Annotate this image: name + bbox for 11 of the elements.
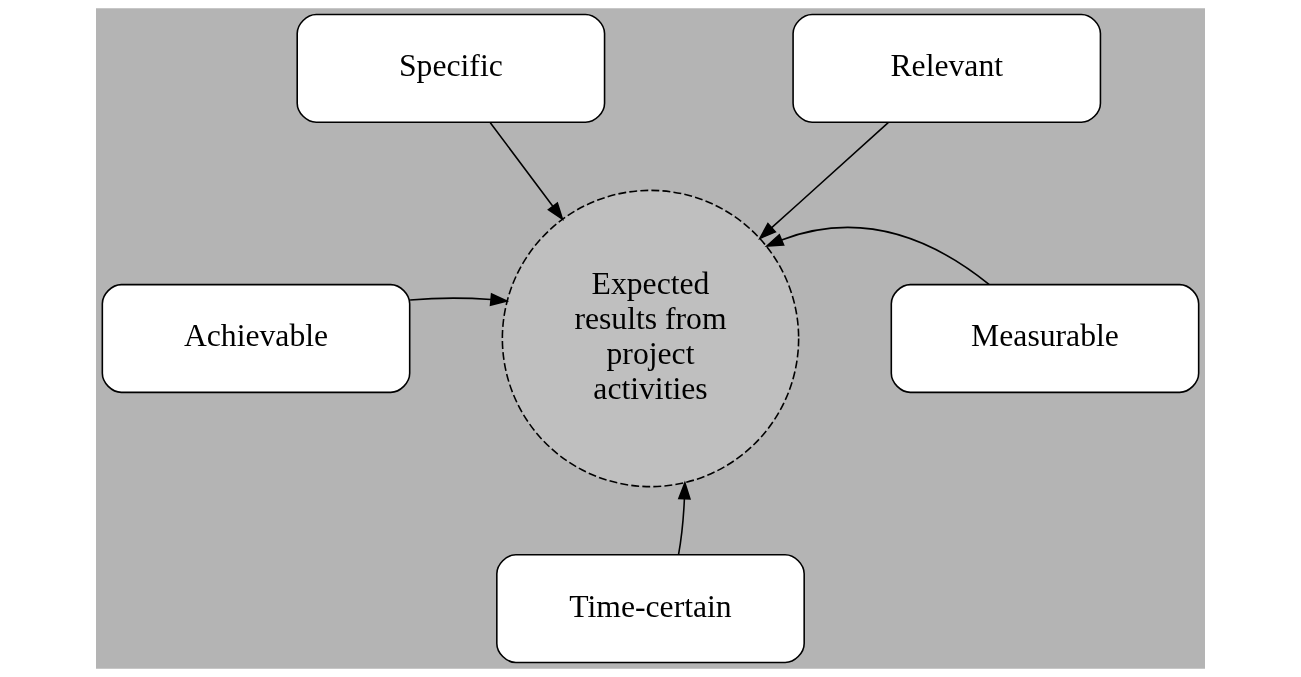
node-box: Time-certain: [496, 553, 805, 664]
node-box: Measurable: [890, 283, 1200, 394]
arrow: [764, 226, 990, 286]
node-box: Specific: [296, 13, 606, 124]
arrow: [409, 292, 510, 307]
node-circle: Expected results from project activities: [501, 189, 800, 488]
arrow: [758, 121, 889, 240]
node-box: Relevant: [792, 13, 1102, 124]
node-box: Achievable: [101, 283, 411, 394]
arrow: [677, 480, 692, 556]
arrow: [489, 121, 564, 222]
